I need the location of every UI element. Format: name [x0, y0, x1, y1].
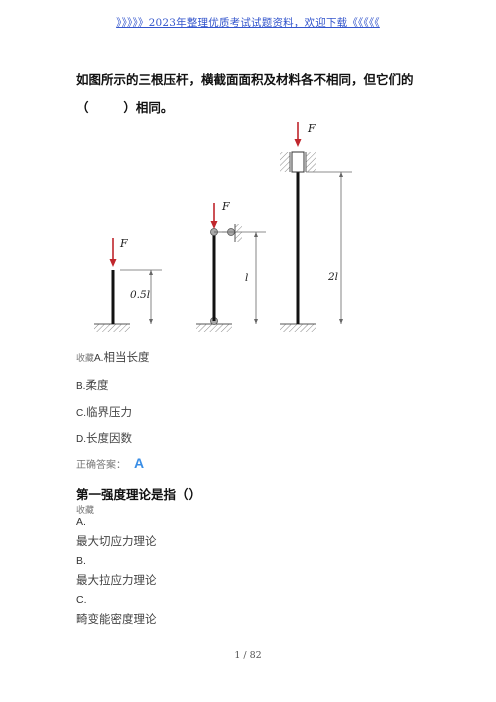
sleeve-3	[291, 151, 305, 173]
force-label-2: F	[221, 200, 230, 213]
correct-answer-label: 正确答案：	[76, 460, 126, 471]
option-a[interactable]: 收藏A.相当长度	[76, 349, 149, 365]
ground-hatch-1	[94, 324, 130, 332]
option-a-text: 相当长度	[103, 350, 150, 364]
force-arrow-head-1	[109, 259, 117, 267]
force-label-1: F	[119, 237, 128, 250]
option-d-letter: D.	[76, 434, 86, 445]
page-number: 1 / 82	[234, 650, 262, 661]
q2-option-a-letter[interactable]: A.	[76, 516, 86, 528]
column-2-diagram: F l	[196, 200, 266, 332]
option-a-letter: A.	[94, 353, 104, 364]
option-c-letter: C.	[76, 408, 86, 419]
question-2-favorite[interactable]: 收藏	[76, 506, 95, 516]
q2-option-b-letter[interactable]: B.	[76, 555, 86, 567]
column-3-diagram: F 2l	[280, 122, 352, 332]
option-d-text: 长度因数	[86, 431, 132, 445]
column-1-diagram: F 0.5l	[94, 237, 162, 332]
wall-hatch-2	[235, 224, 242, 242]
wall-hatch-3a	[280, 152, 290, 172]
q2-option-c-text[interactable]: 畸变能密度理论	[76, 612, 157, 626]
correct-answer-row: 正确答案： A	[76, 455, 144, 471]
three-column-figure: F 0.5l F l F	[94, 122, 352, 332]
question-1-line2: （ ）相同。	[76, 100, 174, 115]
q2-option-a-text[interactable]: 最大切应力理论	[76, 534, 157, 548]
correct-answer-value: A	[134, 455, 145, 471]
option-b-letter: B.	[76, 381, 86, 392]
option-b[interactable]: B.柔度	[76, 377, 108, 393]
option-c[interactable]: C.临界压力	[76, 404, 132, 420]
q2-option-c-letter[interactable]: C.	[76, 594, 87, 606]
top-banner-link[interactable]: 》》》》》2023年整理优质考试试题资料，欢迎下载《《《《《	[116, 17, 380, 29]
favorite-label[interactable]: 收藏	[76, 354, 95, 364]
force-arrow-head-2	[210, 221, 218, 229]
force-arrow-head-3	[294, 139, 302, 147]
force-label-3: F	[307, 122, 316, 135]
q2-option-b-text[interactable]: 最大拉应力理论	[76, 573, 157, 587]
option-c-text: 临界压力	[86, 405, 132, 419]
length-label-1: 0.5l	[130, 289, 150, 301]
question-1-line1: 如图所示的三根压杆，横截面面积及材料各不相同，但它们的	[76, 72, 414, 87]
option-b-text: 柔度	[85, 378, 109, 392]
wall-hatch-3b	[306, 152, 316, 172]
ground-hatch-2	[196, 324, 232, 332]
length-label-2: l	[245, 272, 248, 284]
ground-hatch-3	[280, 324, 316, 332]
option-d[interactable]: D.长度因数	[76, 430, 132, 446]
question-1-stem: 如图所示的三根压杆，横截面面积及材料各不相同，但它们的 （ ）相同。	[76, 66, 426, 122]
length-label-3: 2l	[327, 271, 338, 283]
question-2-title: 第一强度理论是指（）	[76, 487, 202, 502]
